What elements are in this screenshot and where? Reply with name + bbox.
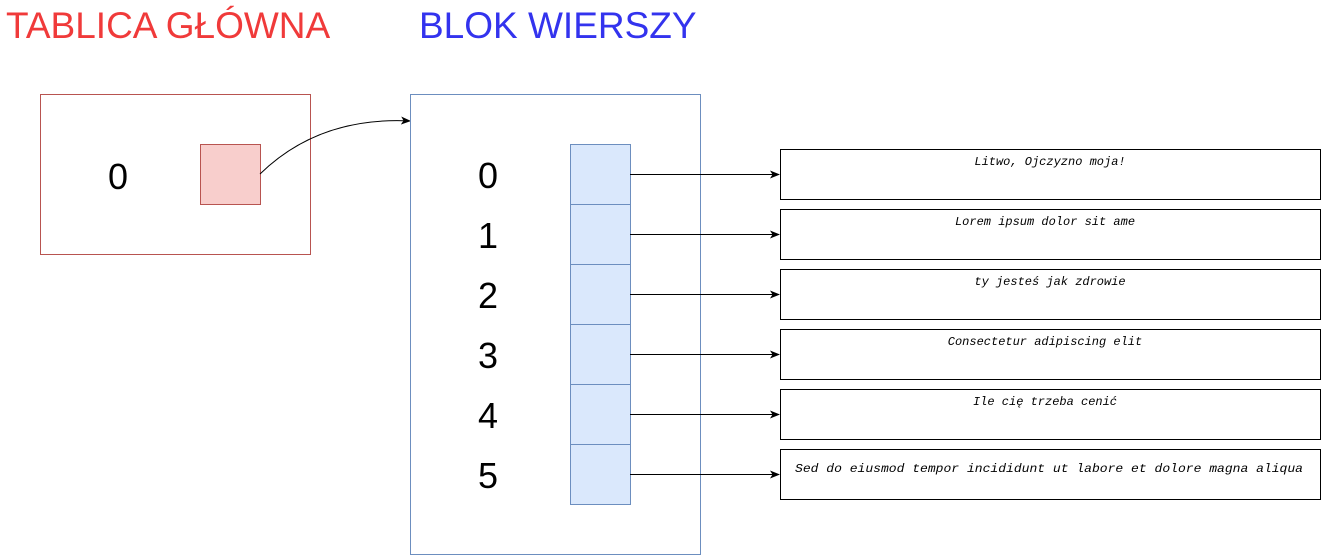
row-content-box — [780, 269, 1321, 320]
main-table-box — [40, 94, 311, 255]
row-pointer-cell — [570, 444, 631, 505]
main-table-index: 0 — [108, 156, 128, 197]
main-table-title: TABLICA GŁÓWNA — [6, 5, 330, 46]
row-content-text: Sed do eiusmod tempor incididunt ut labo… — [795, 462, 1303, 476]
row-pointer-cell — [570, 204, 631, 265]
row-content-box — [780, 149, 1321, 200]
row-pointer-cell — [570, 384, 631, 445]
row-pointer-cell — [570, 324, 631, 385]
row-content-text: Lorem ipsum dolor sit ame — [955, 215, 1135, 229]
row-block-box — [410, 94, 701, 555]
main-to-block-connector — [259, 116, 411, 175]
row-index: 5 — [478, 455, 498, 496]
main-table-pointer-cell — [200, 144, 261, 205]
row-index: 4 — [478, 395, 498, 436]
row-content-text: Litwo, Ojczyzno moja! — [974, 155, 1125, 169]
row-index: 0 — [478, 155, 498, 196]
row-content-box — [780, 329, 1321, 380]
row-content-box — [780, 449, 1321, 500]
row-content-text: Consectetur adipiscing elit — [948, 335, 1142, 349]
row-content-text: Ile cię trzeba cenić — [973, 395, 1117, 409]
row-pointer-cell — [570, 144, 631, 205]
row-index: 1 — [478, 215, 498, 256]
row-block-title: BLOK WIERSZY — [419, 5, 697, 46]
row-content-box — [780, 209, 1321, 260]
row-index: 2 — [478, 275, 498, 316]
row-content-text: ty jesteś jak zdrowie — [974, 275, 1125, 289]
row-content-box — [780, 389, 1321, 440]
row-pointer-cell — [570, 264, 631, 325]
row-index: 3 — [478, 335, 498, 376]
